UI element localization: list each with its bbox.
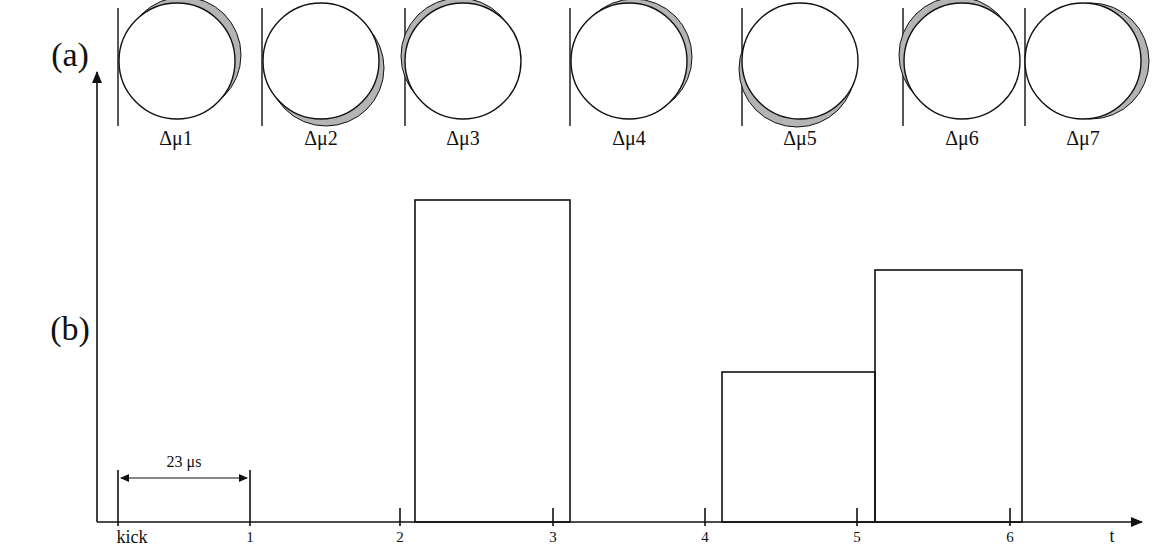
- panel-letter: (b): [50, 312, 90, 346]
- timing-plot: [97, 72, 1142, 526]
- tick-number: 1: [246, 530, 254, 545]
- tick-number: 4: [701, 530, 709, 545]
- axis-label: kick: [117, 528, 148, 546]
- phase-label: Δμ3: [446, 128, 480, 148]
- phase-circles: [118, 0, 1149, 127]
- phase-label: Δμ5: [783, 128, 817, 148]
- tick-number: 3: [549, 530, 557, 545]
- tick-number: 6: [1006, 530, 1014, 545]
- phase-label: Δμ4: [612, 128, 646, 148]
- tick-number: 5: [853, 530, 861, 545]
- tick-number: 2: [396, 530, 404, 545]
- phase-label: Δμ6: [945, 128, 979, 148]
- axis-label: t: [1109, 527, 1114, 545]
- phase-label: Δμ2: [304, 128, 338, 148]
- phase-label: Δμ7: [1066, 128, 1100, 148]
- phase-label: Δμ1: [159, 128, 193, 148]
- panel-letter: (a): [51, 38, 89, 72]
- interval-label: 23 μs: [167, 454, 202, 470]
